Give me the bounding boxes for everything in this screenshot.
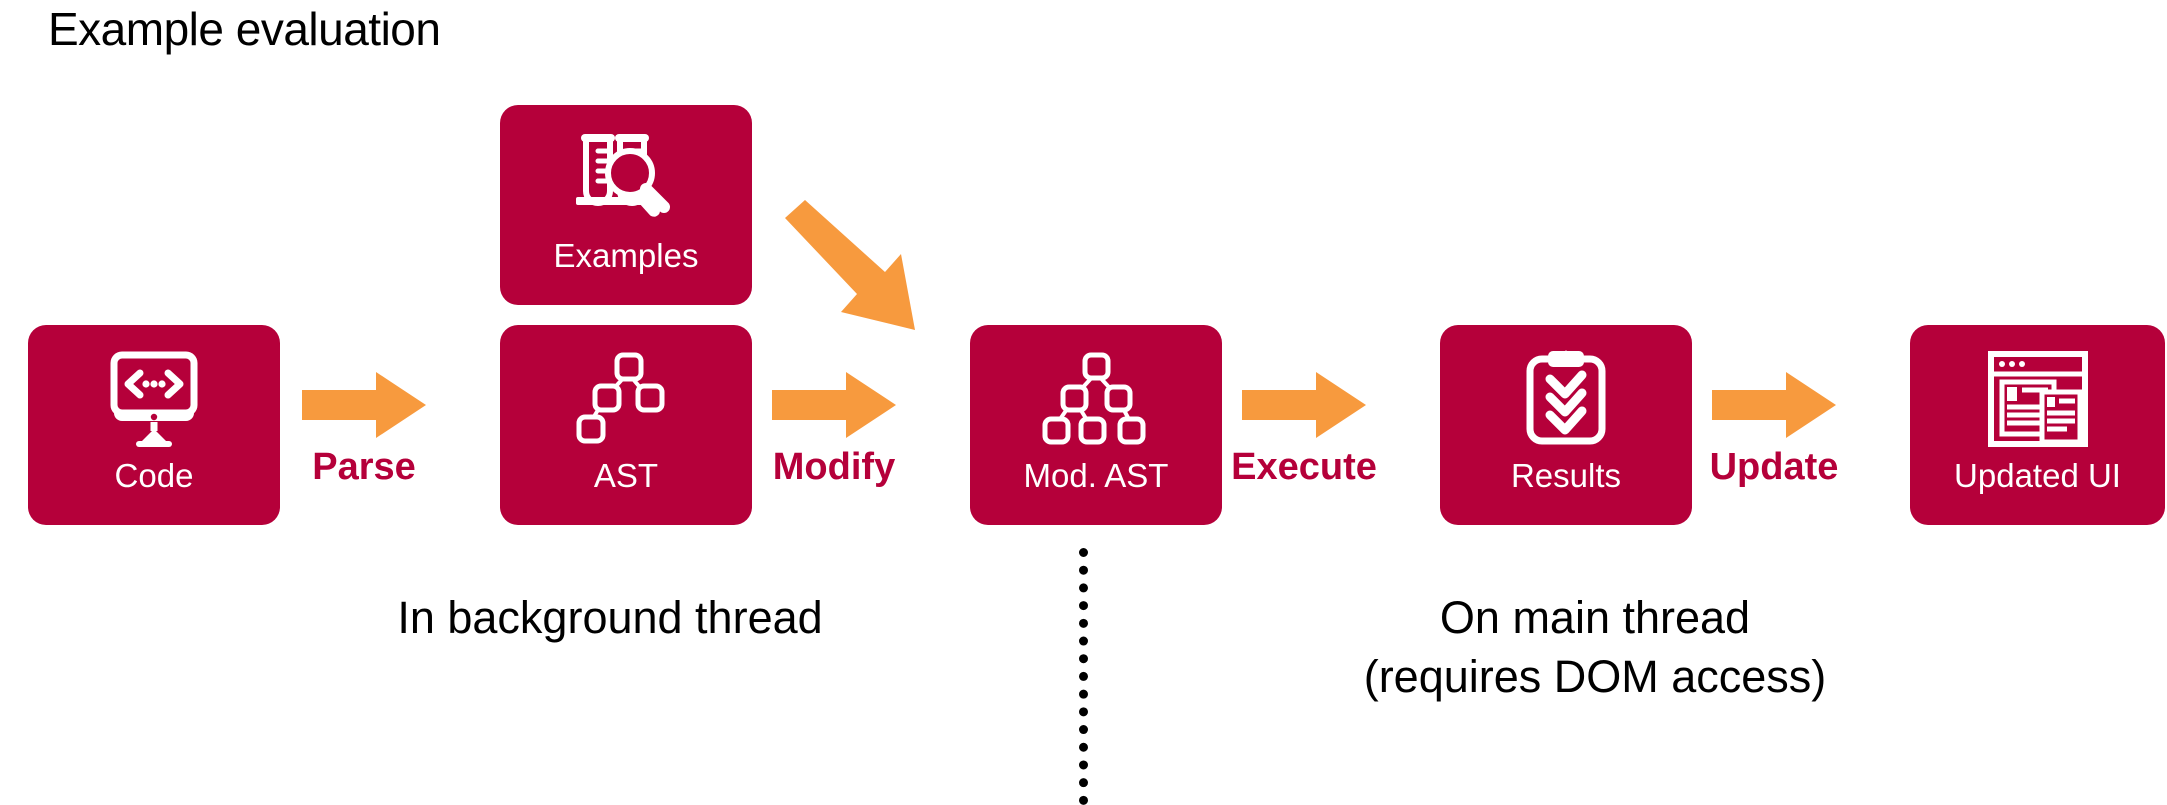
card-updated-ui[interactable]: Updated UI [1910, 325, 2165, 525]
card-ast[interactable]: AST [500, 325, 752, 525]
monitor-code-icon [102, 343, 206, 455]
card-label-results: Results [1510, 457, 1622, 494]
arrow-right-icon-update [1712, 372, 1836, 438]
browser-window-icon [1986, 343, 2090, 455]
card-code[interactable]: Code [28, 325, 280, 525]
card-label-updated-ui: Updated UI [1954, 457, 2121, 494]
card-results[interactable]: Results [1440, 325, 1692, 525]
arrow-down-right-icon-examples-to-mod-ast [775, 200, 955, 335]
card-label-ast: AST [593, 457, 659, 494]
card-label-code: Code [114, 457, 194, 494]
caption-main-thread: On main thread (requires DOM access) [1363, 592, 1827, 703]
tree-large-icon [1040, 343, 1152, 455]
arrow-right-icon-modify [772, 372, 896, 438]
page-title: Example evaluation [48, 3, 441, 55]
transition-label-execute: Execute [1231, 446, 1377, 488]
arrow-right-icon-parse [302, 372, 426, 438]
transition-label-update: Update [1709, 446, 1839, 488]
caption-background-thread: In background thread [397, 592, 823, 643]
transition-label-parse: Parse [312, 446, 416, 488]
card-examples[interactable]: Examples [500, 105, 752, 305]
clipboard-checks-icon [1520, 343, 1612, 455]
tree-small-icon [576, 343, 676, 455]
arrow-right-icon-execute [1242, 372, 1366, 438]
card-label-mod-ast: Mod. AST [1023, 457, 1169, 494]
thread-boundary-divider [1079, 548, 1088, 805]
transition-label-modify: Modify [772, 446, 896, 488]
test-tubes-magnifier-icon [568, 123, 684, 235]
card-label-examples: Examples [553, 237, 699, 274]
card-mod-ast[interactable]: Mod. AST [970, 325, 1222, 525]
